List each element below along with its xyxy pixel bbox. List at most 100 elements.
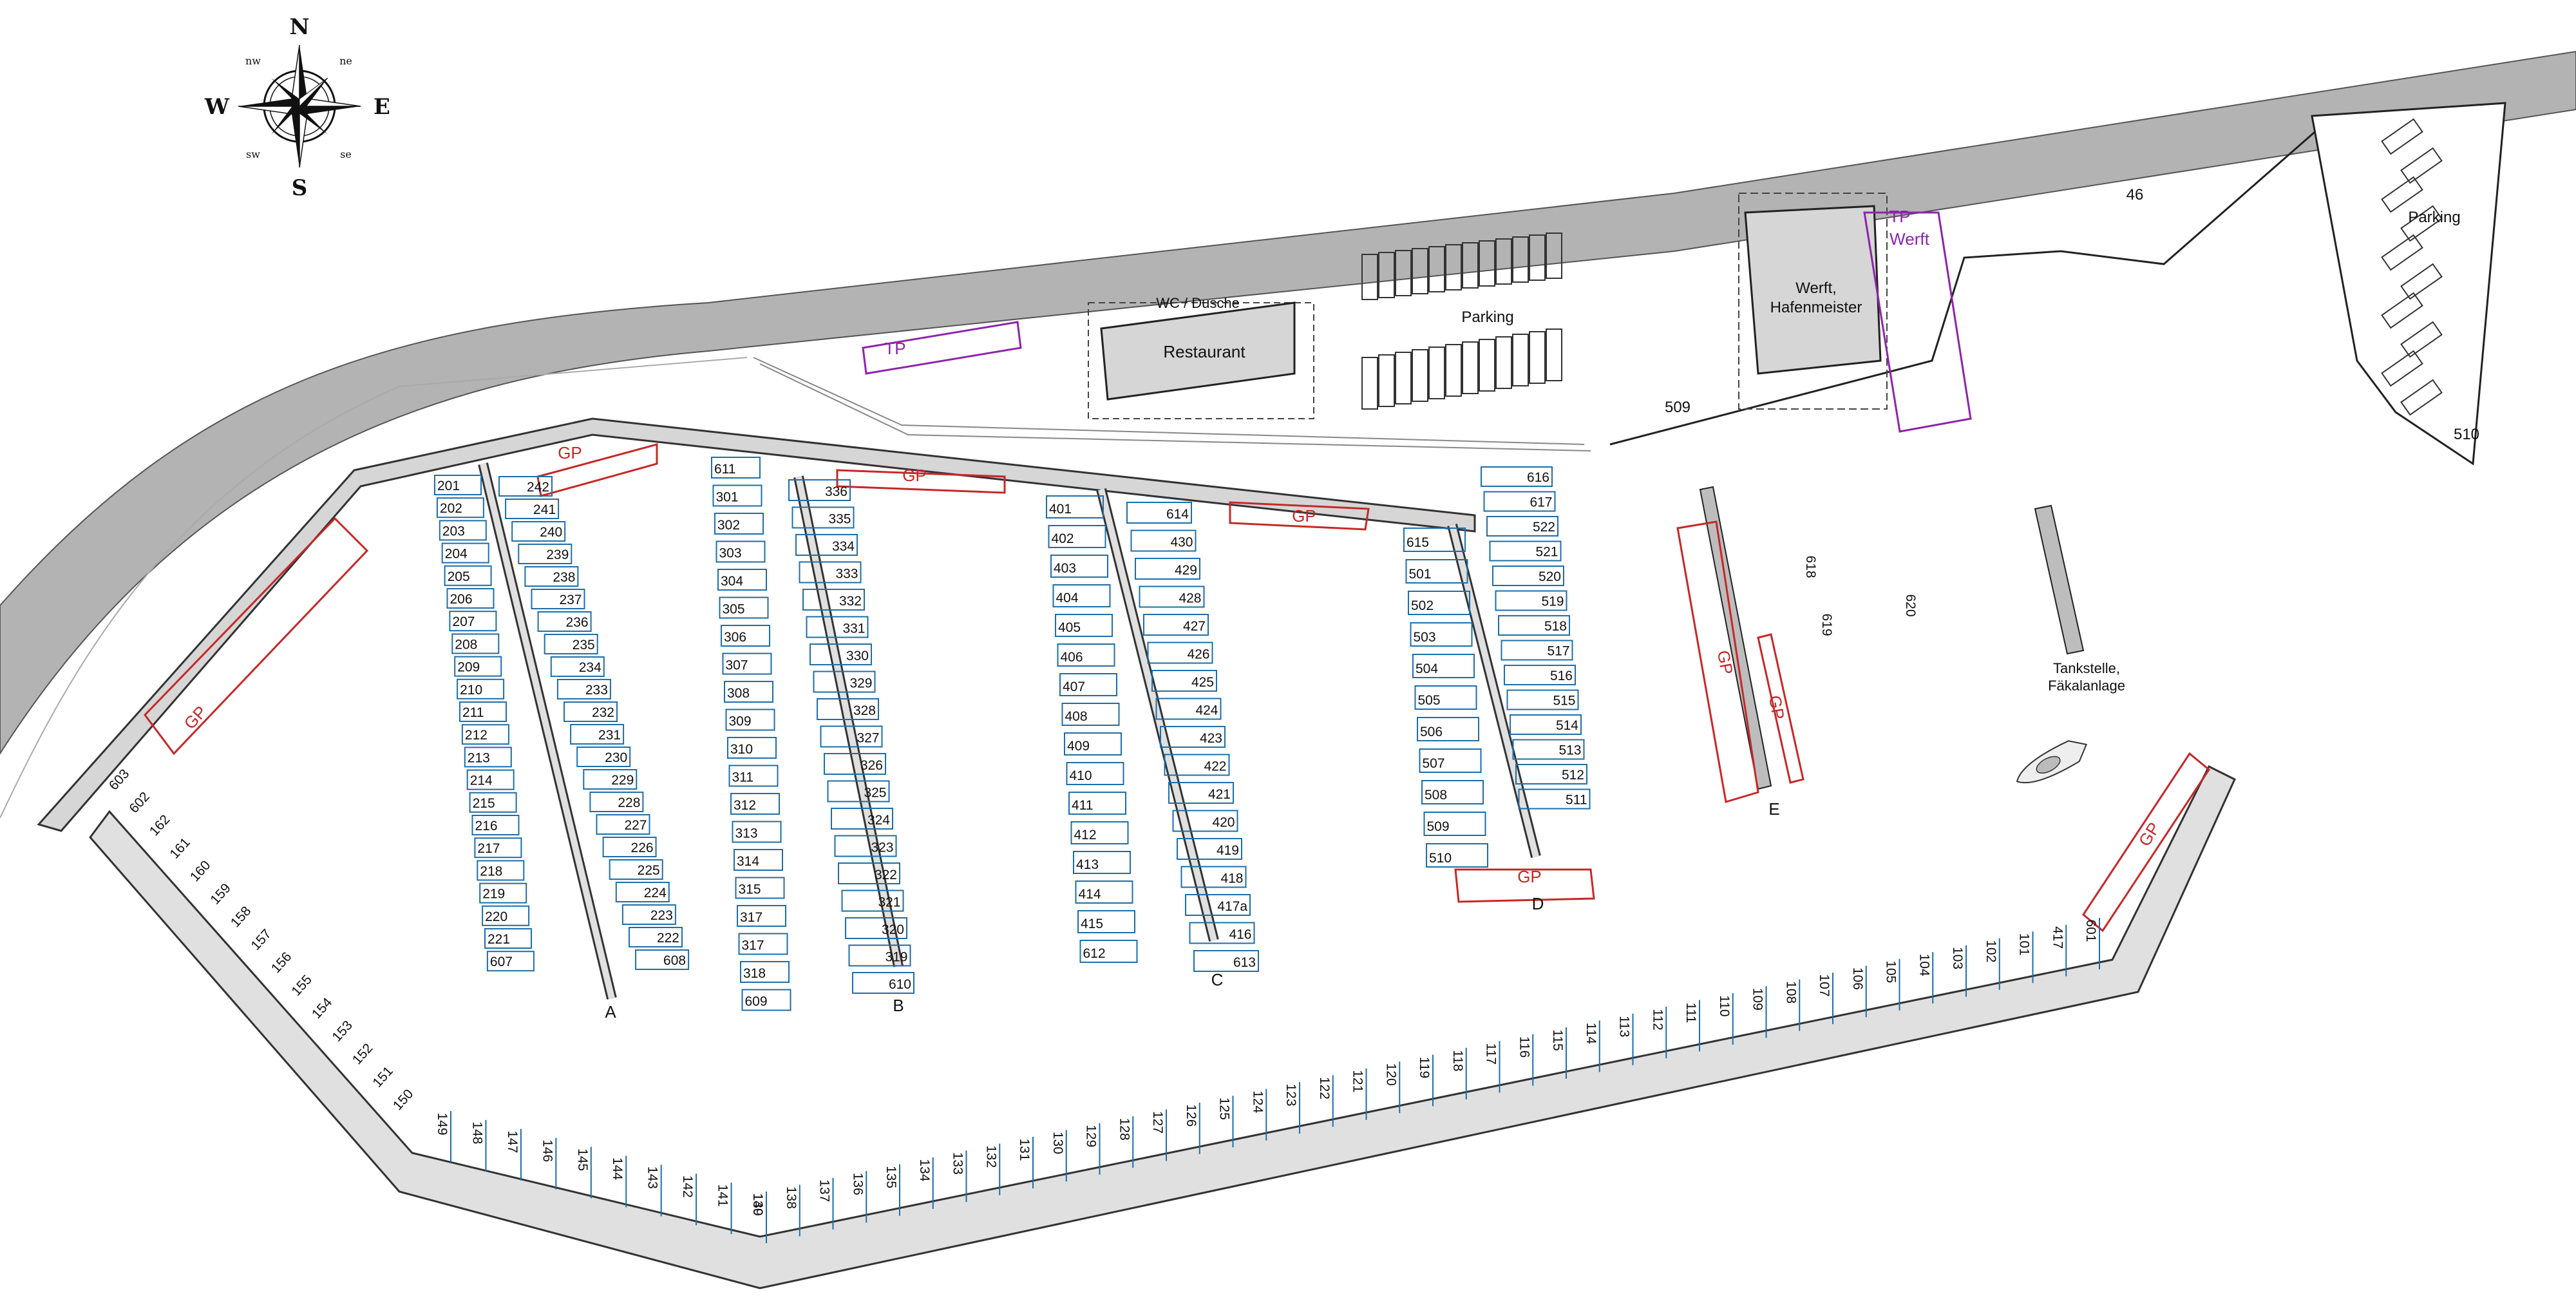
berth-number: 506 <box>1420 725 1443 739</box>
berth-number: 504 <box>1416 661 1438 676</box>
berth: 520 <box>1492 566 1564 586</box>
berth: 618 <box>1803 555 1818 578</box>
berth-number: 402 <box>1052 531 1074 546</box>
berth: 302 <box>714 513 764 535</box>
berth: 410 <box>1066 762 1124 785</box>
berth: 153 <box>329 1018 355 1044</box>
berth-number: 112 <box>1650 1009 1665 1030</box>
berth: 132 <box>983 1143 1001 1195</box>
berth-number: 215 <box>473 796 495 811</box>
berth: 148 <box>469 1119 487 1172</box>
berth: 602 <box>126 789 153 815</box>
berth-number: 608 <box>663 953 686 968</box>
berth-number: 401 <box>1049 502 1072 517</box>
berth: 417 <box>2050 924 2067 976</box>
berth-number: 419 <box>1217 843 1239 858</box>
gp-zone <box>1454 868 1595 903</box>
berth: 134 <box>917 1157 934 1209</box>
berth-number: 141 <box>715 1184 730 1207</box>
berth: 503 <box>1410 622 1473 647</box>
berth: 308 <box>724 681 773 703</box>
berth-number: 609 <box>745 994 768 1009</box>
berth-number: 161 <box>167 835 193 861</box>
berth-number: 237 <box>559 593 582 607</box>
berth: 319 <box>848 944 911 967</box>
berth-number: 334 <box>832 539 855 554</box>
pier-b-label: B <box>893 996 904 1015</box>
berth-number: 425 <box>1191 675 1214 690</box>
berth: 104 <box>1917 952 1934 1004</box>
berth-number: 601 <box>2083 919 2098 942</box>
berth: 318 <box>740 961 790 983</box>
berth: 147 <box>505 1128 522 1181</box>
berth-number: 221 <box>488 932 510 947</box>
berth-number: 140 <box>750 1193 765 1215</box>
berth: 203 <box>439 520 487 541</box>
gp-label: GP <box>180 702 211 733</box>
compass-sw: sw <box>246 148 260 160</box>
berth: 155 <box>289 972 315 998</box>
berth-number: 611 <box>714 462 735 477</box>
berth-number: 105 <box>1884 960 1899 983</box>
berth-number: 508 <box>1425 788 1447 803</box>
berth-number: 336 <box>825 484 848 499</box>
berth-number: 134 <box>917 1159 932 1181</box>
berth-number: 160 <box>187 858 214 884</box>
berth-number: 509 <box>1427 819 1450 834</box>
berth-number: 121 <box>1350 1070 1365 1092</box>
berth: 420 <box>1172 810 1238 832</box>
berth-number: 229 <box>611 773 634 788</box>
berth: 135 <box>884 1164 900 1216</box>
compass-rose: N S E W nw ne sw se <box>204 14 390 201</box>
berth-number: 208 <box>455 637 477 652</box>
berth: 512 <box>1515 764 1587 785</box>
berth-number: 322 <box>875 868 897 882</box>
berth-number: 153 <box>329 1018 355 1044</box>
berth: 128 <box>1117 1116 1134 1168</box>
berth: 127 <box>1150 1109 1167 1161</box>
berth-number: 220 <box>485 909 507 924</box>
berth-number: 426 <box>1187 647 1209 662</box>
berth-number: 417 <box>2050 926 2065 949</box>
berth: 146 <box>540 1137 557 1190</box>
berth: 162 <box>147 812 173 839</box>
berth: 111 <box>1683 1000 1700 1052</box>
berth: 405 <box>1055 614 1113 637</box>
berth: 227 <box>596 814 650 835</box>
berth: 517 <box>1501 640 1573 661</box>
berth: 424 <box>1155 698 1222 720</box>
berth: 212 <box>461 724 509 745</box>
berth-number: 520 <box>1539 569 1561 584</box>
berth: 115 <box>1550 1027 1567 1079</box>
berth: 241 <box>505 499 560 519</box>
berth: 330 <box>810 643 872 665</box>
berth: 411 <box>1068 792 1126 815</box>
berth-number: 313 <box>735 826 758 841</box>
tp-werft-zone <box>1863 211 1972 433</box>
berth-number: 308 <box>727 686 750 701</box>
berth-number: 311 <box>732 770 753 785</box>
berth: 232 <box>564 701 618 722</box>
berth: 610 <box>852 972 914 994</box>
berth: 121 <box>1350 1068 1367 1120</box>
berth: 207 <box>449 611 497 632</box>
berth: 413 <box>1073 851 1131 874</box>
berth-number: 132 <box>983 1145 998 1168</box>
berth-number: 619 <box>1819 613 1834 636</box>
berth: 335 <box>791 506 855 529</box>
berth: 317 <box>738 933 788 955</box>
pier-spine <box>793 475 904 967</box>
berth-number: 120 <box>1383 1063 1398 1086</box>
berth: 234 <box>550 656 605 677</box>
berth: 612 <box>1079 940 1138 963</box>
berth: 510 <box>1426 843 1488 868</box>
berth-number: 103 <box>1950 947 1965 969</box>
berth: 521 <box>1489 540 1562 562</box>
berth: 204 <box>441 542 489 564</box>
berth-number: 422 <box>1204 759 1226 774</box>
berth-number: 115 <box>1550 1029 1565 1051</box>
berth: 133 <box>951 1150 967 1203</box>
berth-number: 201 <box>437 479 460 493</box>
berth: 158 <box>228 904 254 930</box>
berth: 502 <box>1408 591 1470 615</box>
